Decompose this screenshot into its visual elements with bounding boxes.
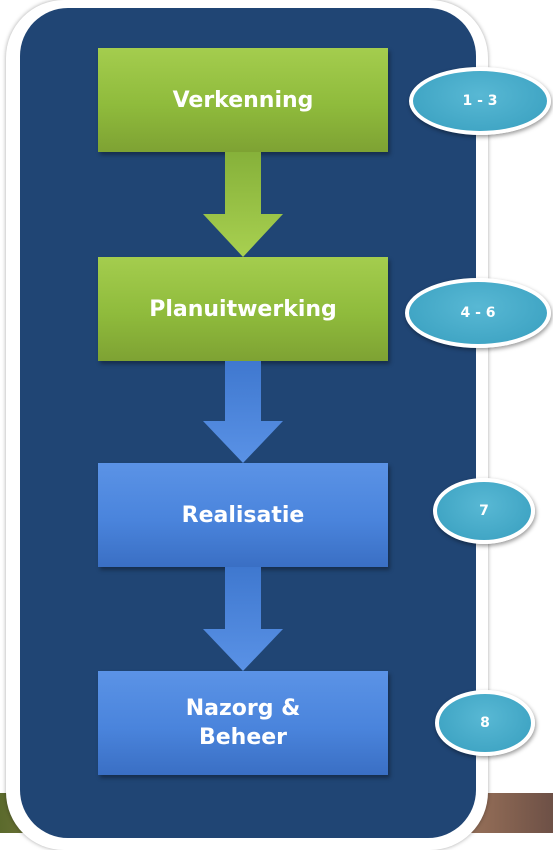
step-planuitwerking: Planuitwerking (98, 257, 388, 361)
phase-number: 4 - 6 (460, 305, 496, 321)
arrow-down-icon (203, 361, 283, 463)
phase-badge: 4 - 6 (405, 278, 551, 348)
phase-number: 7 (479, 503, 489, 519)
step-nazorg-beheer: Nazorg & Beheer (98, 671, 388, 775)
phase-badge: 1 - 3 (409, 67, 551, 135)
arrow-down-icon (203, 152, 283, 257)
step-verkenning: Verkenning (98, 48, 388, 152)
step-realisatie: Realisatie (98, 463, 388, 567)
arrow-down-icon (203, 567, 283, 671)
phase-badge: 8 (435, 690, 535, 756)
phase-number: 1 - 3 (462, 93, 498, 109)
step-label: Planuitwerking (149, 296, 337, 322)
phase-badge: 7 (433, 478, 535, 544)
step-label: Nazorg & Beheer (185, 696, 301, 750)
step-label: Verkenning (172, 87, 314, 113)
step-label: Realisatie (181, 502, 305, 528)
phase-number: 8 (480, 715, 490, 731)
